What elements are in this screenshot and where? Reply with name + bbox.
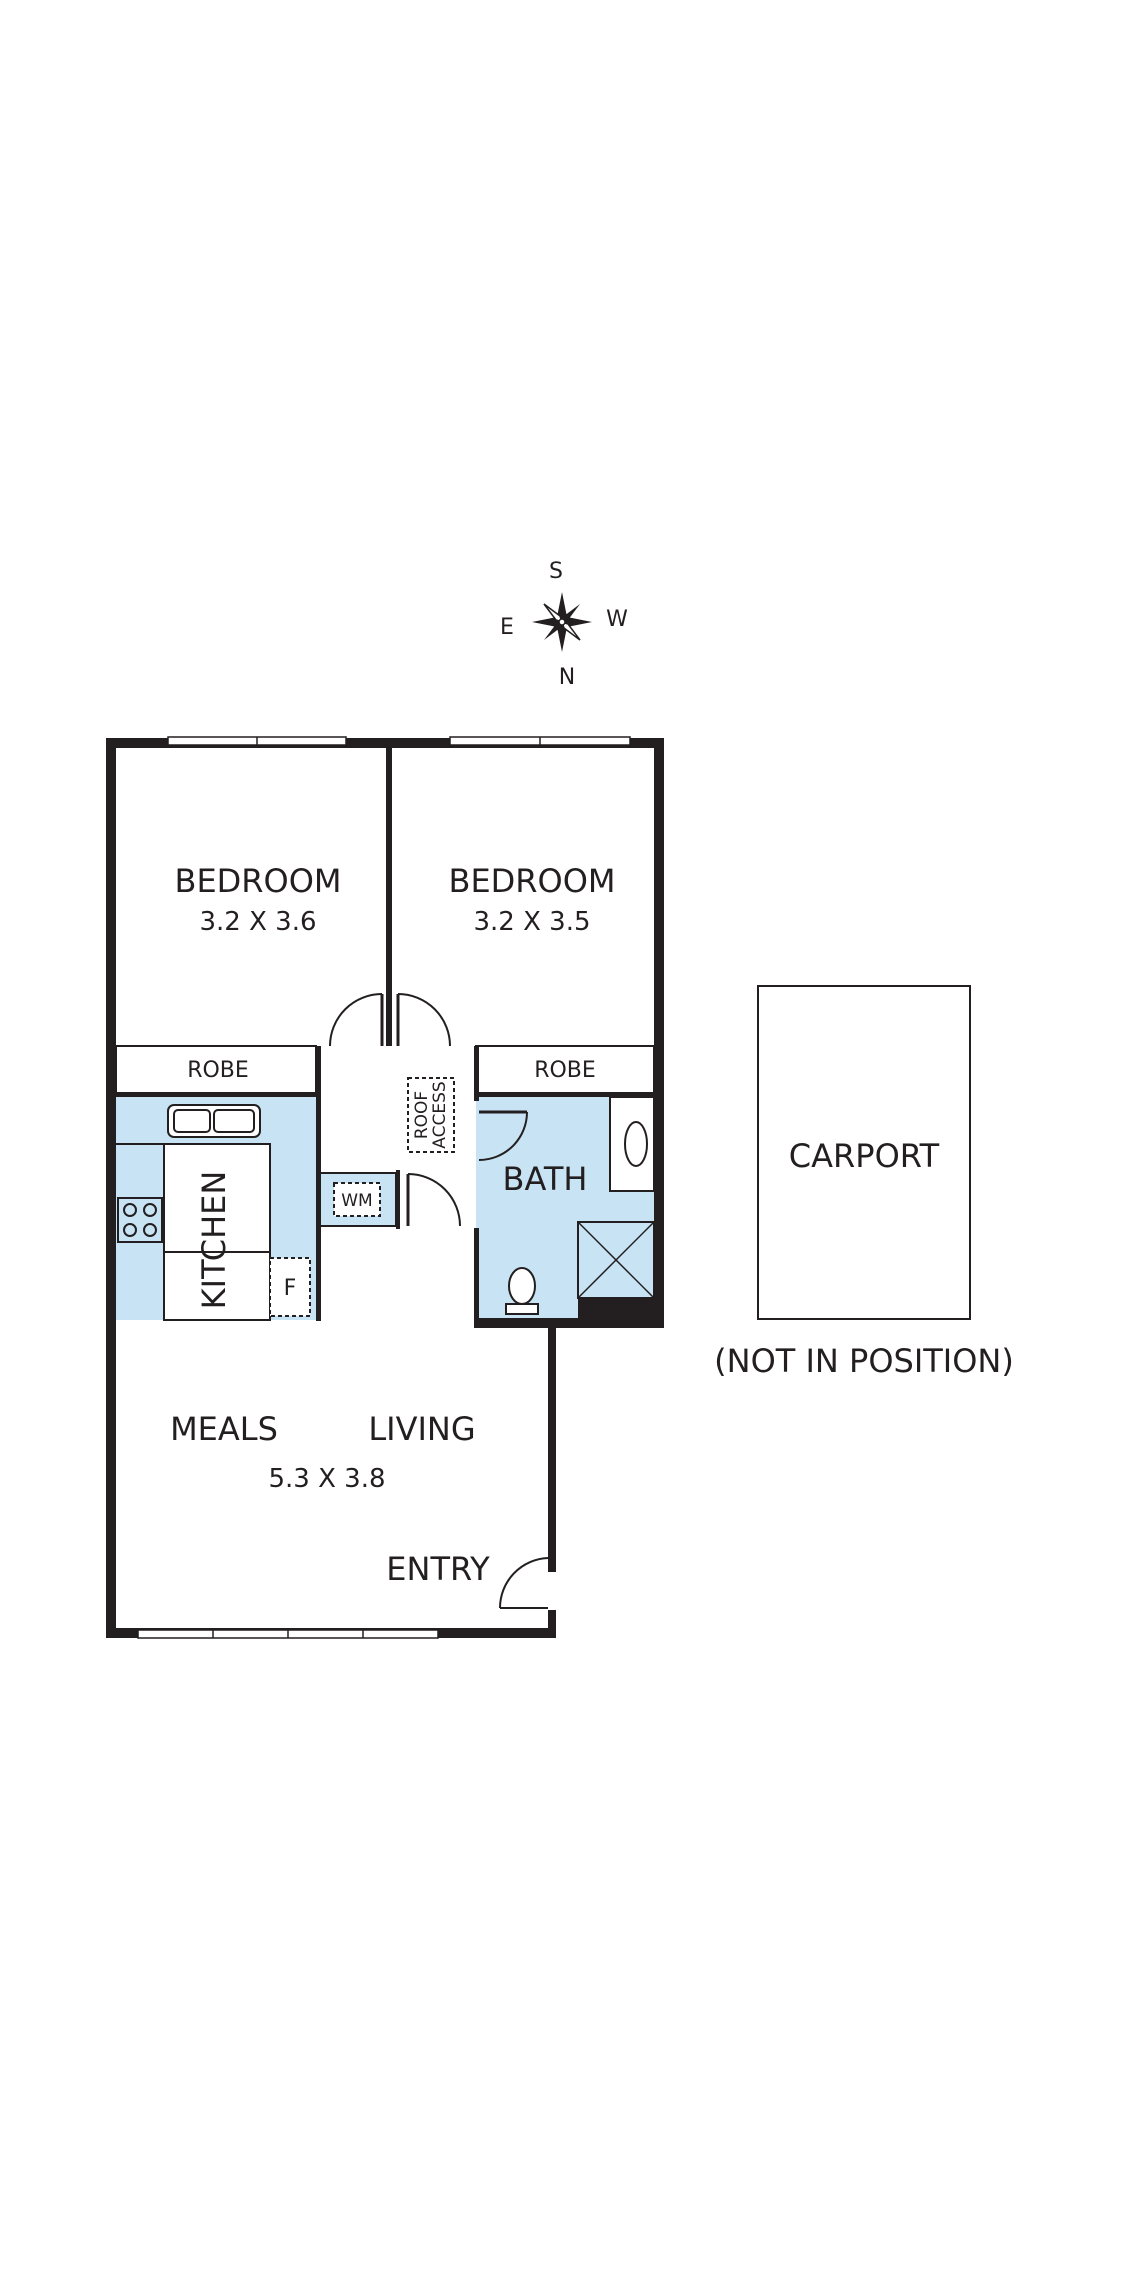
wall-laundry-right	[396, 1170, 400, 1229]
carport-label: CARPORT	[789, 1137, 940, 1175]
window-living	[137, 1629, 439, 1639]
window-bedroom2	[449, 736, 631, 746]
compass-s: S	[549, 559, 563, 584]
kitchen-bench-right	[163, 1143, 271, 1253]
roof-access-hatch	[407, 1077, 455, 1153]
carport-outline	[757, 985, 971, 1320]
shower-base-dark	[578, 1298, 664, 1328]
window-bedroom1	[167, 736, 347, 746]
bedroom2-dims: 3.2 X 3.5	[473, 907, 590, 937]
wall-west-lower	[548, 1318, 556, 1572]
bedroom1-door	[329, 993, 384, 1047]
entry-label: ENTRY	[386, 1550, 490, 1588]
compass-e: E	[500, 615, 514, 640]
wall-robe1-bottom	[116, 1092, 316, 1097]
laundry-door	[406, 1173, 461, 1227]
fridge-space	[269, 1257, 311, 1317]
cooktop-icon	[117, 1197, 163, 1243]
living-dims: 5.3 X 3.8	[268, 1464, 385, 1494]
kitchen-sink-bowl-1	[173, 1109, 211, 1133]
wall-north	[106, 738, 664, 748]
bedroom2-door	[396, 993, 451, 1047]
meals-label: MEALS	[170, 1410, 278, 1448]
wall-west-upper	[654, 738, 664, 1328]
entry-door	[498, 1557, 549, 1609]
wall-robe2-bottom	[476, 1092, 656, 1097]
roof-access-label: ROOF ACCESS	[412, 1081, 450, 1148]
living-label: LIVING	[368, 1410, 475, 1448]
toilet-icon	[505, 1267, 539, 1315]
bath-label: BATH	[503, 1160, 588, 1198]
wall-bath-bottom	[474, 1318, 664, 1328]
wall-bedroom-divider	[386, 748, 392, 1046]
basin-icon	[624, 1121, 648, 1167]
bath-door	[478, 1110, 528, 1161]
compass-w: W	[606, 607, 628, 632]
carport-note: (NOT IN POSITION)	[714, 1342, 1014, 1380]
bedroom1-dims: 3.2 X 3.6	[199, 907, 316, 937]
fridge-label: F	[284, 1276, 297, 1301]
wall-entry-stub	[548, 1610, 556, 1638]
kitchen-sink-bowl-2	[213, 1109, 255, 1133]
wm-label: WM	[341, 1191, 372, 1211]
bedroom2-name: BEDROOM	[448, 862, 615, 900]
kitchen-label: KITCHEN	[195, 1171, 233, 1310]
svg-text:ACCESS: ACCESS	[430, 1081, 450, 1148]
bedroom1-name: BEDROOM	[174, 862, 341, 900]
robe1-label: ROBE	[187, 1058, 249, 1083]
compass-n: N	[559, 665, 575, 690]
svg-text:ROOF: ROOF	[412, 1091, 432, 1139]
wall-bath-left	[474, 1228, 479, 1328]
wall-hall-right	[474, 1046, 479, 1101]
compass-rose-icon	[532, 592, 592, 652]
wall-east	[106, 738, 116, 1638]
robe2-label: ROBE	[534, 1058, 596, 1083]
wm-symbol	[333, 1182, 381, 1217]
